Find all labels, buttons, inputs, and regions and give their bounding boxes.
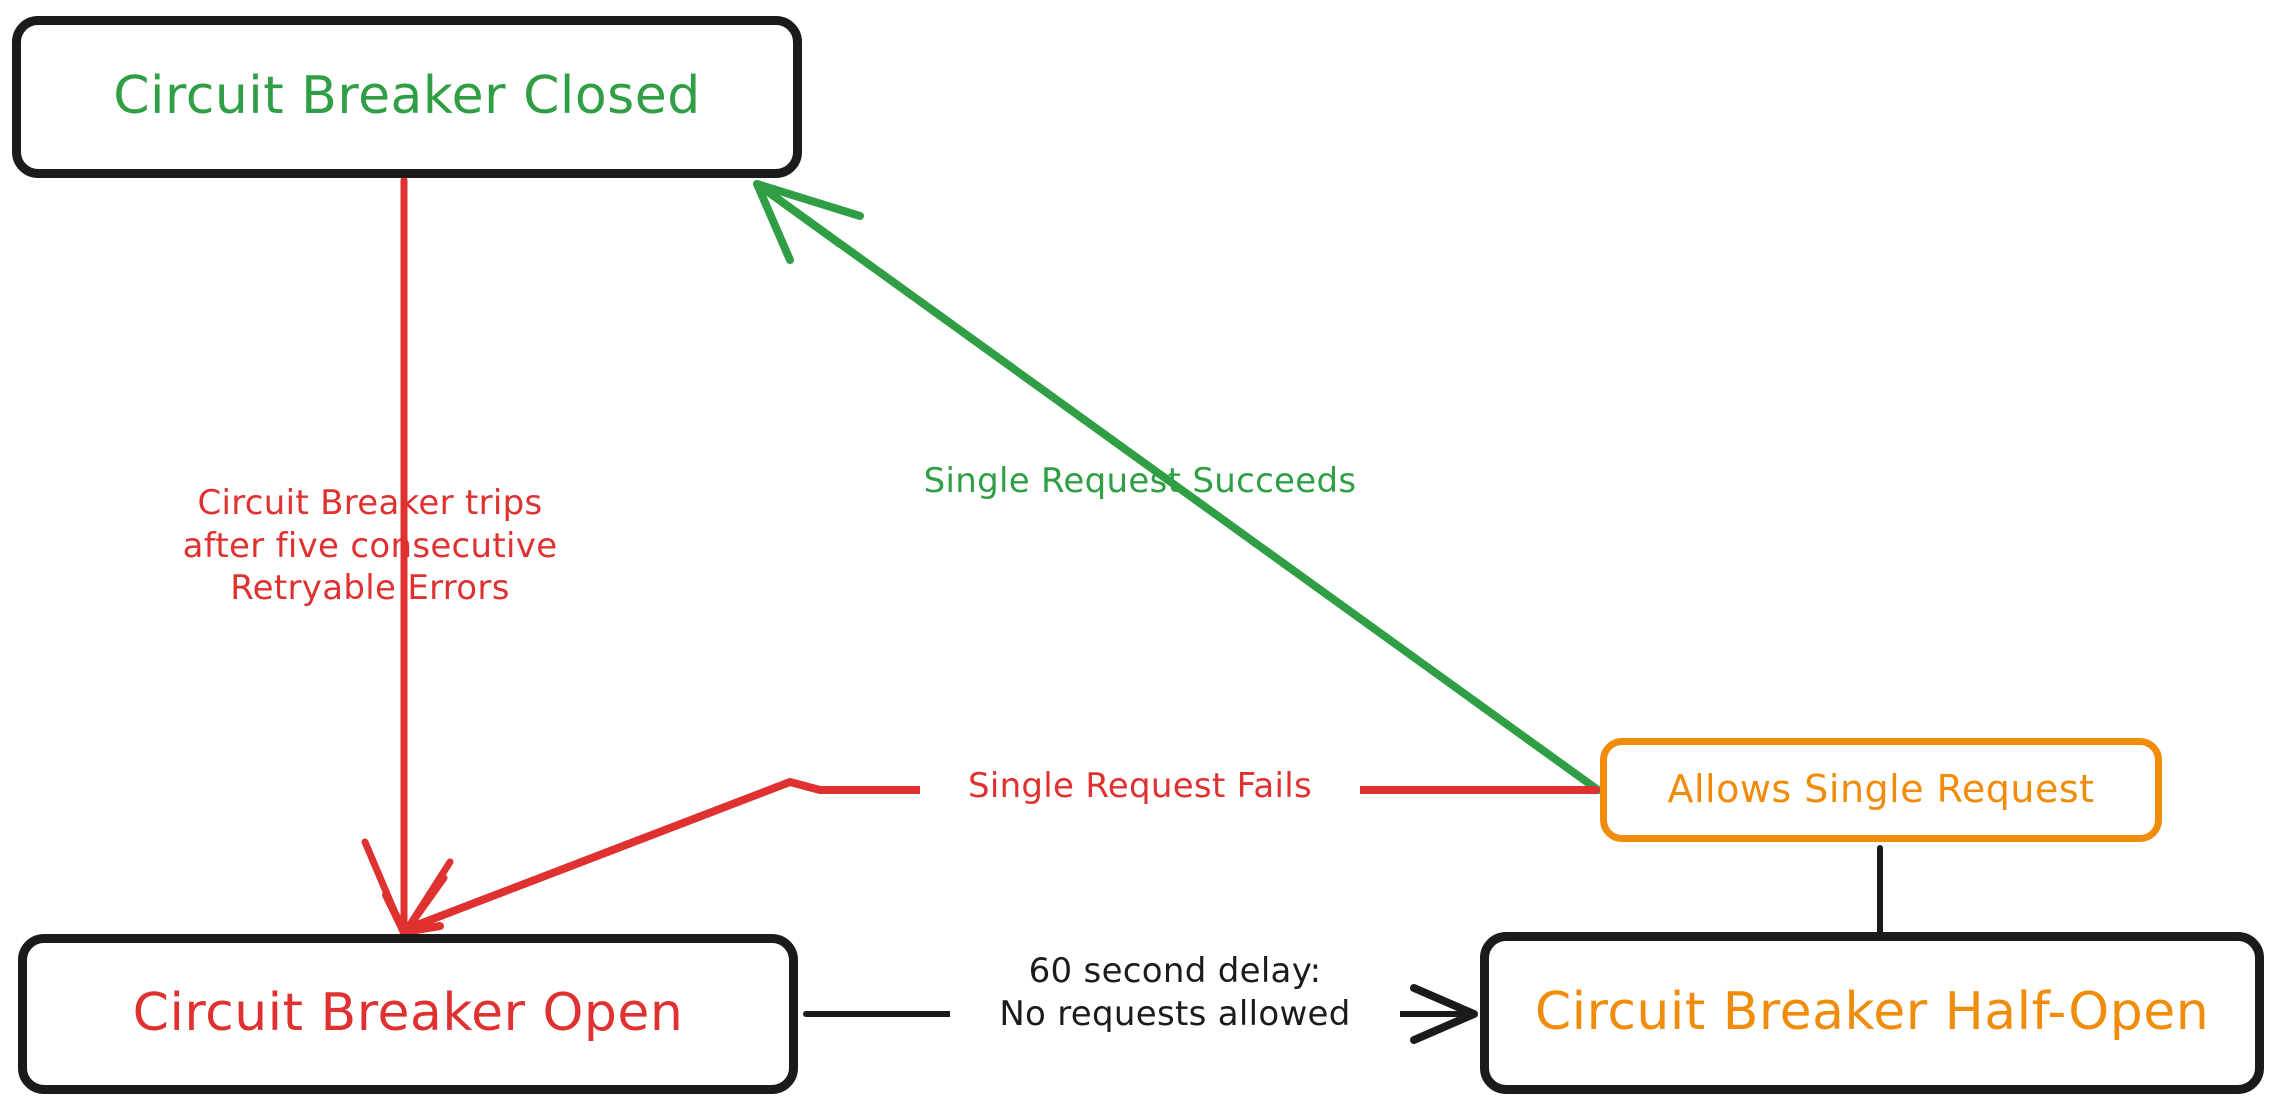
edge-label-delay-line-2: No requests allowed xyxy=(999,993,1351,1034)
edge-trip-arrowhead xyxy=(361,838,454,938)
edge-label-trip-line-2: after five consecutive xyxy=(182,525,558,566)
node-circuit-breaker-closed-label: Circuit Breaker Closed xyxy=(113,66,701,127)
node-circuit-breaker-open[interactable]: Circuit Breaker Open xyxy=(18,934,798,1094)
edge-delay-arrowhead xyxy=(1410,984,1478,1044)
node-allows-single-request[interactable]: Allows Single Request xyxy=(1600,738,2162,842)
edge-label-single-request-succeeds: Single Request Succeeds xyxy=(923,461,1357,501)
edge-label-trip-line-1: Circuit Breaker trips xyxy=(197,483,543,523)
edge-label-trip: Circuit Breaker trips after five consecu… xyxy=(150,482,590,610)
edge-fails-arrowhead xyxy=(382,891,444,936)
node-circuit-breaker-open-label: Circuit Breaker Open xyxy=(132,983,684,1044)
node-circuit-breaker-half-open-label: Circuit Breaker Half-Open xyxy=(1534,982,2210,1043)
edge-label-60-second-delay: 60 second delay: No requests allowed xyxy=(950,950,1400,1035)
node-circuit-breaker-closed[interactable]: Circuit Breaker Closed xyxy=(12,16,802,178)
edge-label-single-request-fails: Single Request Fails xyxy=(920,765,1360,808)
node-allows-single-request-label: Allows Single Request xyxy=(1667,767,2095,812)
edge-succeeds-arrowhead xyxy=(753,180,864,264)
edge-label-trip-line-3: Retryable Errors xyxy=(230,568,510,608)
edge-label-delay-line-1: 60 second delay: xyxy=(1028,951,1322,991)
node-circuit-breaker-half-open[interactable]: Circuit Breaker Half-Open xyxy=(1480,932,2264,1094)
